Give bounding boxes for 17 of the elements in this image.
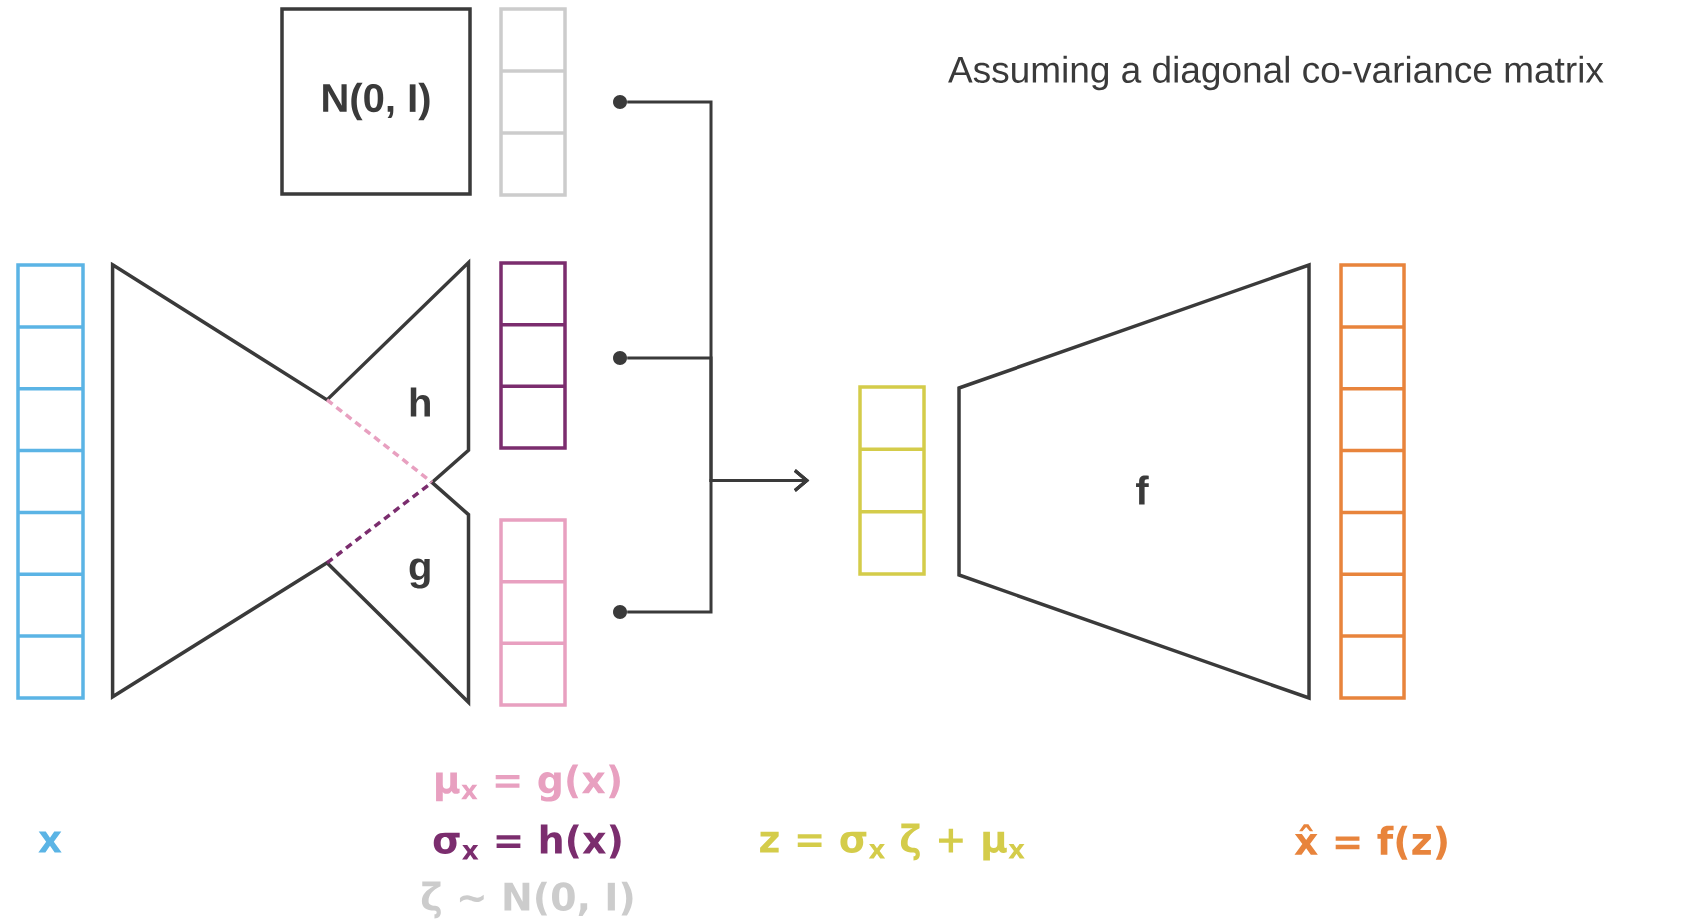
vector-column — [16, 263, 85, 700]
vector-column — [1339, 263, 1406, 700]
formula-label: x̂ = f(z) — [1294, 824, 1447, 860]
vector-column — [858, 385, 926, 576]
connector-dot — [613, 95, 627, 109]
formula-label: z = σ$_{x}$ ζ + μ$_{x}$ — [760, 823, 1025, 861]
formula-label: x — [38, 831, 62, 853]
vector-column — [499, 518, 567, 707]
connector-dot — [613, 605, 627, 619]
vector-column — [499, 7, 567, 197]
distribution-box: N(0, I) — [280, 7, 472, 196]
connector-dot — [613, 351, 627, 365]
connector-arrow — [627, 469, 810, 614]
formula-label: σ$_{x}$ = h(x) — [433, 824, 621, 860]
heading-text: Assuming a diagonal co-variance matrix — [948, 55, 1604, 91]
vector-column — [499, 261, 567, 450]
formula-label: μ$_{x}$ = g(x) — [436, 764, 620, 802]
